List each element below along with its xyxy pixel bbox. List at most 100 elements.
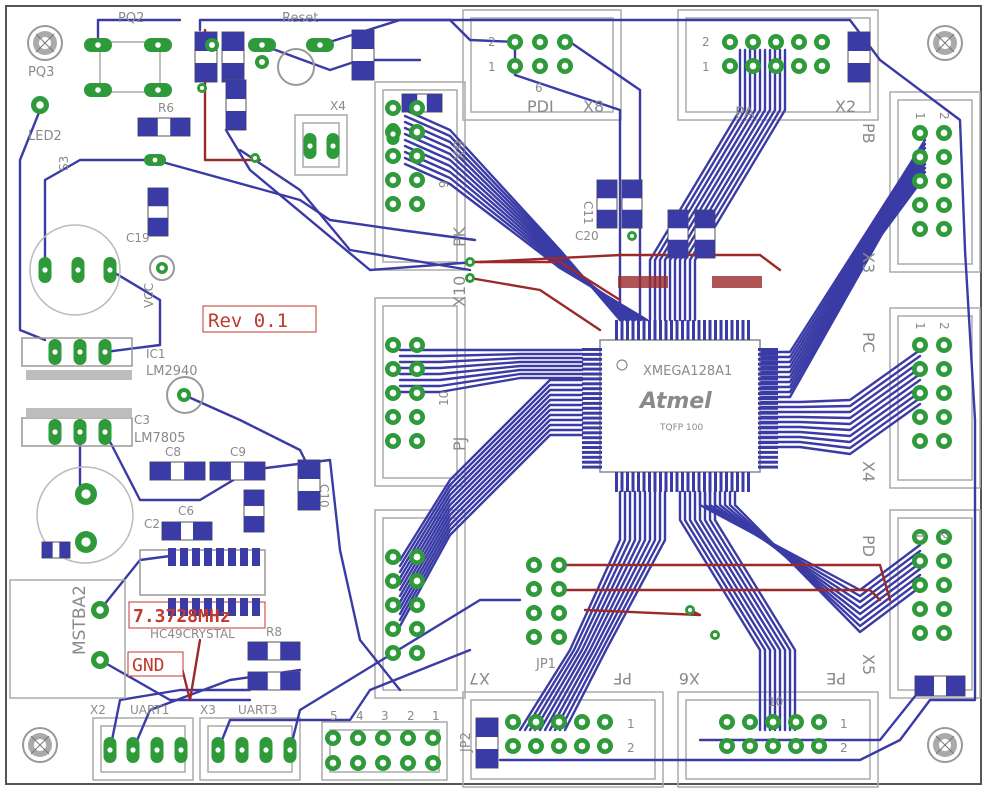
via-drill: [630, 234, 634, 238]
pad-drill: [413, 128, 421, 136]
pad: [350, 730, 366, 746]
pad: [719, 738, 735, 754]
oval-pad: [235, 737, 249, 763]
trace: [756, 154, 927, 374]
pad: [75, 531, 97, 553]
pad-drill: [795, 38, 803, 46]
pad-drill: [413, 341, 421, 349]
trace: [756, 372, 922, 426]
smd-pad: [162, 522, 181, 540]
pad: [409, 409, 425, 425]
label-c3: C3: [134, 413, 150, 427]
pad-drill: [379, 734, 387, 742]
smd-pad: [59, 542, 70, 558]
smd-components: [41, 29, 966, 769]
pad: [551, 629, 567, 645]
pad: [936, 197, 952, 213]
pad-drill: [772, 62, 780, 70]
label-c2: C2: [144, 517, 160, 531]
chip-pin-top: [615, 320, 618, 340]
pin-number-jp-2: 2: [407, 709, 415, 723]
chip-pin-left: [582, 411, 602, 415]
pad-drill: [413, 200, 421, 208]
chip-pin-bottom: [703, 472, 706, 492]
pad: [936, 361, 952, 377]
smd-pad: [352, 30, 374, 49]
pad-drill: [413, 649, 421, 657]
chip-pin-bottom: [697, 472, 701, 492]
smd-pad: [244, 462, 265, 480]
pad-drill: [815, 742, 823, 750]
pad-drill: [532, 718, 540, 726]
trace: [398, 378, 584, 562]
smd-pad: [280, 642, 300, 660]
ic-pin: [228, 598, 236, 616]
chip-pin-right: [758, 406, 778, 410]
smd-pad: [244, 516, 264, 532]
header-housing-inner: [382, 305, 458, 479]
trace: [398, 368, 584, 382]
trace: [703, 490, 787, 732]
oval-pad: [71, 257, 85, 283]
label-jp2: JP2: [459, 732, 474, 753]
pad: [385, 573, 401, 589]
pin-number-pb-1: 1: [913, 112, 927, 120]
label-x7: X7: [469, 669, 490, 688]
pad: [532, 58, 548, 74]
pad-drill: [818, 62, 826, 70]
oval-pad: [73, 419, 87, 445]
pad-drill: [389, 389, 397, 397]
label-x4-top: X4: [330, 99, 346, 113]
pad: [814, 58, 830, 74]
trace: [693, 490, 777, 732]
pad: [745, 34, 761, 50]
pad-drill: [181, 392, 187, 398]
via-drill: [713, 633, 717, 637]
chip-pin-bottom: [741, 472, 745, 492]
mounting-hole-tl: [27, 25, 63, 61]
pin-number-jp-5: 5: [330, 709, 338, 723]
pin-number-pe-2: 2: [840, 741, 848, 755]
pad: [551, 738, 567, 754]
oval-pad-drill: [259, 42, 265, 48]
pad: [912, 433, 928, 449]
chip-pin-left: [582, 460, 602, 464]
chip-pin-left: [582, 421, 602, 425]
regulator-lm2940-tab: [26, 370, 132, 380]
mounting-hole-br: [927, 727, 963, 763]
pad: [936, 409, 952, 425]
trace: [568, 40, 642, 322]
oval-pad: [259, 737, 273, 763]
pad: [936, 625, 952, 641]
label-vcc: VCC: [142, 283, 156, 308]
header-housing: [889, 307, 981, 489]
pad-drill: [413, 577, 421, 585]
pad-drill: [159, 265, 165, 271]
pad: [425, 755, 441, 771]
pad-drill: [96, 606, 104, 614]
pad: [400, 730, 416, 746]
pad-drill: [916, 201, 924, 209]
chip-pin-right: [758, 431, 778, 435]
smd-pad: [222, 32, 244, 51]
pad: [532, 34, 548, 50]
chip-pin-right: [758, 401, 778, 405]
pad-drill: [815, 718, 823, 726]
pad-drill: [940, 341, 948, 349]
pin-number-pa-1: 1: [702, 60, 710, 74]
label-pd: PD: [859, 535, 878, 557]
pad-drill: [916, 605, 924, 613]
trace: [398, 403, 584, 592]
ic-pin: [180, 548, 188, 566]
pad-drill: [413, 437, 421, 445]
chip-pin-right: [758, 421, 778, 425]
smd-part: [667, 209, 689, 259]
oval-pad: [211, 737, 225, 763]
label-x3: X3: [859, 252, 878, 273]
pad-drill: [389, 152, 397, 160]
trace: [103, 430, 252, 502]
trace: [108, 688, 252, 752]
chip-pin-top: [686, 320, 690, 340]
pad-drill: [509, 718, 517, 726]
trace: [98, 658, 252, 702]
